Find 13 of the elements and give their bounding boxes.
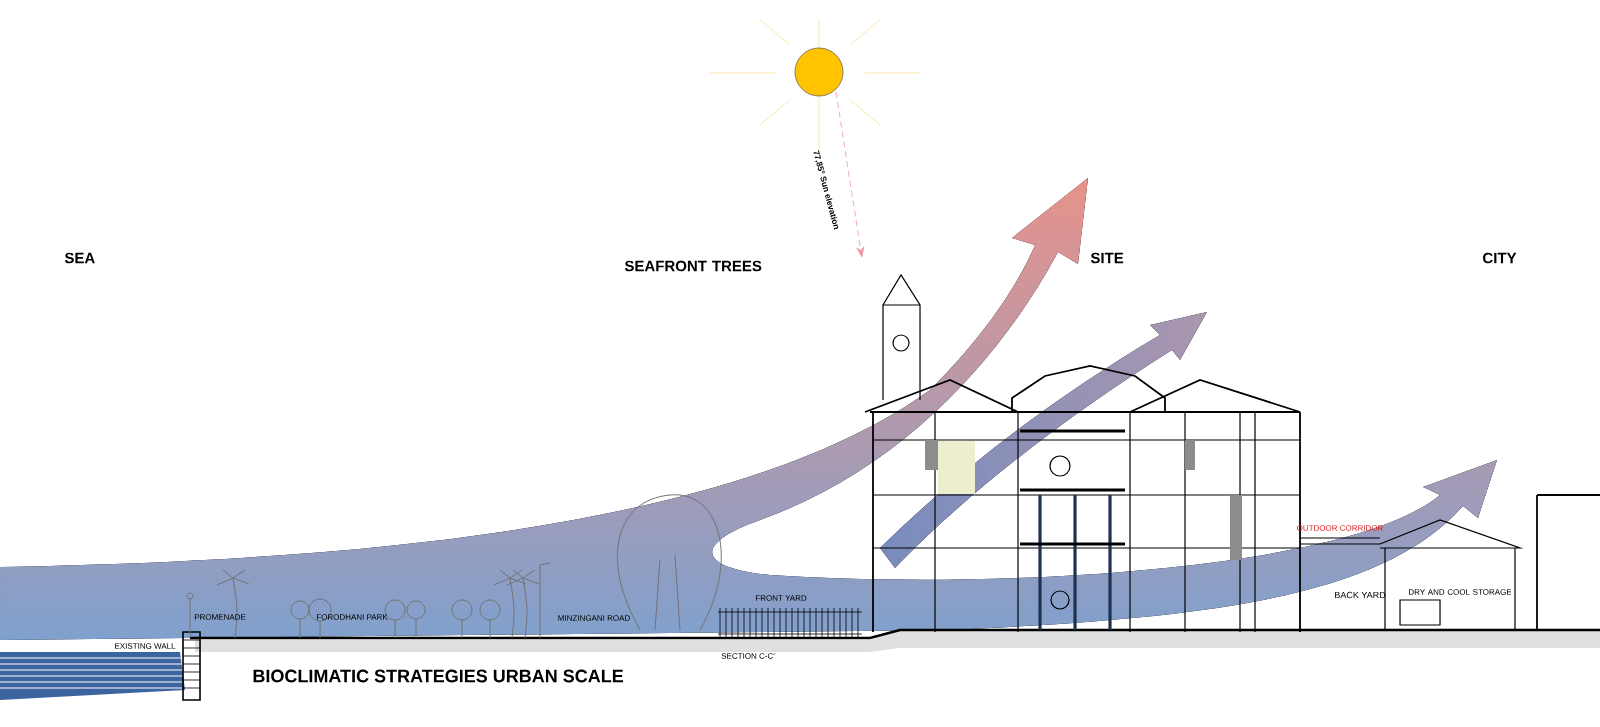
area-label: SECTION C-C': [721, 653, 775, 659]
area-label: EXISTING WALL: [115, 643, 176, 649]
zone-label: SITE: [1090, 252, 1124, 264]
zone-label: CITY: [1483, 252, 1517, 264]
zone-label: SEAFRONT TREES: [624, 260, 762, 272]
zone-label: SEA: [64, 252, 95, 264]
area-label: PROMENADE: [194, 614, 246, 620]
area-label: FORODHANI PARK: [316, 614, 388, 620]
area-label: DRY AND COOL STORAGE: [1409, 589, 1512, 595]
area-label: FRONT YARD: [755, 595, 807, 601]
area-label: MINZINGANI ROAD: [558, 615, 630, 621]
angle-label: 77,85° Sun elevation: [813, 150, 839, 230]
title: BIOCLIMATIC STRATEGIES URBAN SCALE: [253, 669, 623, 683]
